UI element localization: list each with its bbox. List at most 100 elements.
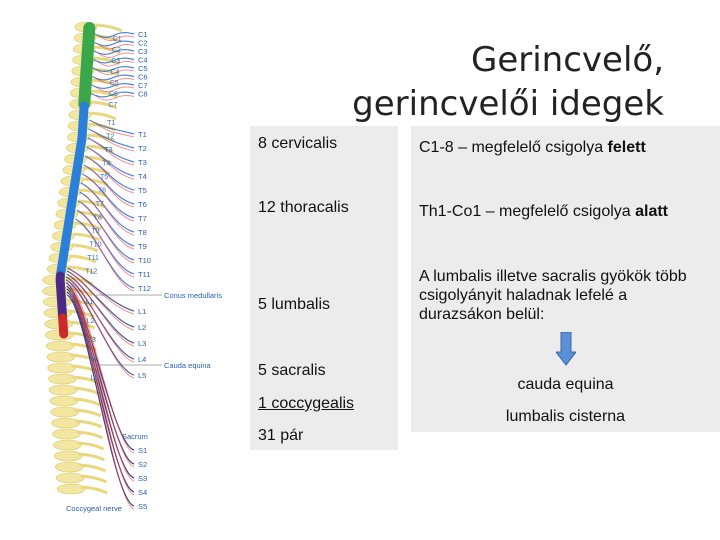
vertebra-label: T7 [96, 201, 104, 208]
cervical-rule-text: C1-8 – megfelelő csigolya [419, 139, 608, 156]
thoracic-segment [56, 101, 89, 279]
vertebra-process [94, 34, 122, 44]
nerve-label: T9 [138, 242, 147, 251]
vertebra [48, 384, 78, 396]
lumbar-segment [55, 271, 68, 321]
nerve-sheath [84, 184, 135, 236]
nerve-sheath [97, 52, 135, 59]
vertebra [56, 483, 86, 495]
nerve-label: C7 [138, 81, 148, 90]
vertebra-process [80, 474, 107, 484]
vertebra-label: L4 [89, 356, 97, 363]
thoracal-rule: Th1-Co1 – megfelelő csigolya alatt [419, 203, 668, 221]
nerve-label: S4 [138, 488, 147, 497]
nerve-sheath [94, 95, 135, 101]
nerve-label: T8 [138, 228, 147, 237]
nerve-sheath [69, 281, 135, 379]
vertebra-label: T4 [102, 161, 110, 168]
nerve-label: C2 [138, 39, 148, 48]
vertebra [50, 406, 80, 418]
nerve-sheath [91, 139, 135, 166]
vertebra-label: C4 [110, 69, 119, 76]
nerve-label: S5 [138, 502, 147, 511]
vertebra-label: L2 [87, 318, 95, 325]
vertebra [55, 461, 84, 473]
nerve-label: T2 [138, 144, 147, 153]
total-count: 31 pár [258, 427, 304, 444]
vertebra-label: L3 [88, 337, 96, 344]
vertebra [53, 439, 82, 451]
nerve-label: S3 [138, 474, 147, 483]
nerve-sheath [69, 278, 135, 363]
nerve-label: T5 [138, 186, 147, 195]
cervical-rule: C1-8 – megfelelő csigolya felett [419, 139, 646, 157]
nerve-sheath [92, 121, 135, 138]
vertebra-process [73, 397, 101, 407]
nerve-label: T3 [138, 158, 147, 167]
nerve-sheath [70, 293, 135, 496]
vertebra-label: C5 [110, 80, 119, 87]
vertebra [49, 395, 79, 407]
slide-title: Gerincvelő, gerincvelői idegek [352, 38, 664, 126]
down-arrow-icon [556, 332, 576, 366]
vertebra-label: C7 [108, 102, 117, 109]
nerve-label: C4 [138, 56, 148, 65]
nerve-sheath [70, 287, 135, 468]
vertebra-label: C3 [111, 58, 120, 65]
vertebra-label: T8 [94, 215, 102, 222]
lumbal-sacral-description: A lumbalis illetve sacralis gyökök több … [419, 268, 687, 323]
nerve-sheath [81, 202, 135, 264]
nerve-sheath [70, 296, 135, 510]
vertebra-process [76, 430, 104, 440]
vertebra-process [88, 133, 116, 143]
sacrum-label: Sacrum [122, 432, 148, 441]
vertebra-process [68, 265, 95, 275]
nerve-sheath [70, 275, 135, 347]
nerve-label: L4 [138, 355, 146, 364]
nerve-count-panel: 8 cervicalis 12 thoracalis 5 lumbalis 5 … [250, 126, 398, 450]
vertebra [46, 351, 76, 363]
spinal-nerve [66, 294, 135, 507]
nerve-sheath [95, 86, 135, 93]
nerve-sheath [98, 35, 135, 42]
vertebra-process [75, 221, 102, 231]
vertebra [45, 340, 75, 352]
coccygeal-nerve-label: Coccygeal nerve [66, 504, 122, 513]
nerve-sheath [86, 175, 135, 222]
vertebra-process [90, 100, 118, 110]
vertebra-label: T1 [107, 120, 115, 127]
nerve-sheath [83, 193, 135, 250]
lumbalis-cisterna-term: lumbalis cisterna [505, 408, 626, 425]
vertebra-process [81, 485, 108, 495]
thoracal-rule-bold: alatt [635, 203, 669, 220]
nerve-label: S1 [138, 446, 147, 455]
sacral-count: 5 sacralis [258, 362, 326, 379]
thoracal-rule-text: Th1-Co1 – megfelelő csigolya [419, 203, 636, 220]
vertebra-label: T9 [92, 228, 100, 235]
vertebra-label: C6 [109, 91, 118, 98]
spinal-nerve [74, 218, 135, 289]
nerve-sheath [87, 166, 135, 208]
nerve-sheath [90, 148, 135, 180]
exit-rule-panel: C1-8 – megfelelő csigolya felett Th1-Co1… [411, 126, 720, 432]
nerve-label: L2 [138, 323, 146, 332]
nerve-sheath [80, 211, 135, 278]
cauda-equina-label: Cauda equina [164, 361, 212, 370]
title-line-2: gerincvelői idegek [352, 84, 664, 124]
nerve-label: L1 [138, 307, 146, 316]
vertebra-label: T5 [100, 174, 108, 181]
spinal-cord-illustration: C1C2C3C4C5C6C7C8T1T2T3T4T5T6T7T8T9T10T11… [42, 21, 222, 513]
nerve-sheath [88, 157, 135, 194]
vertebra [51, 417, 80, 429]
vertebra [47, 362, 76, 374]
nerve-label: C3 [138, 47, 148, 56]
cervical-rule-bold: felett [607, 139, 646, 156]
nerve-label: T4 [138, 172, 147, 181]
vertebra-process [95, 23, 123, 33]
nerve-label: T12 [138, 284, 151, 293]
nerve-label: T10 [138, 256, 151, 265]
nerve-label: T11 [138, 270, 150, 279]
vertebra-label: T10 [89, 242, 101, 249]
lumbal-count: 5 lumbalis [258, 296, 331, 313]
vertebra-label: L1 [86, 299, 94, 306]
